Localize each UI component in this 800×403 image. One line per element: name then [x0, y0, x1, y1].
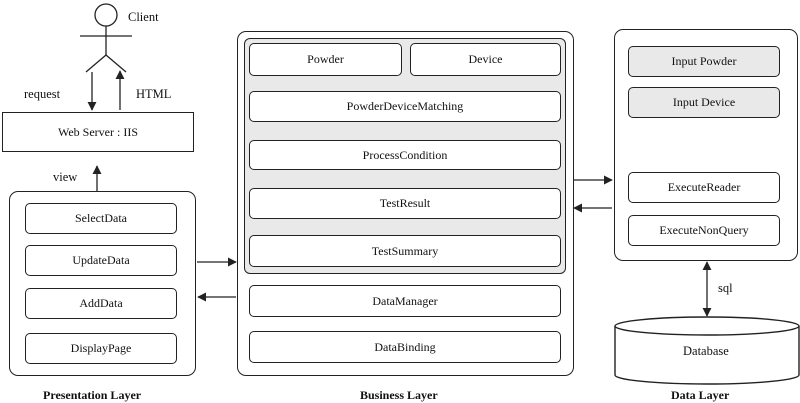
add-data-label: AddData [79, 296, 123, 310]
powder-device-matching-box: PowderDeviceMatching [249, 91, 561, 122]
select-data-box: SelectData [25, 203, 177, 234]
display-page-label: DisplayPage [70, 341, 132, 355]
add-data-box: AddData [25, 288, 177, 319]
data-manager-label: DataManager [372, 293, 438, 308]
powder-box: Powder [249, 43, 402, 76]
database-label: Database [683, 344, 729, 358]
powder-label: Powder [307, 52, 344, 66]
test-result-box: TestResult [249, 188, 561, 219]
client-label: Client [128, 10, 159, 24]
data-manager-box: DataManager [249, 285, 561, 317]
execute-nonquery-label: ExecuteNonQuery [659, 223, 749, 237]
data-binding-label: DataBinding [374, 339, 436, 354]
update-data-box: UpdateData [25, 245, 177, 276]
business-layer-caption: Business Layer [360, 388, 438, 402]
web-server-box: Web Server : IIS [2, 112, 194, 152]
html-label: HTML [136, 87, 172, 101]
test-result-label: TestResult [379, 196, 431, 210]
process-condition-box: ProcessCondition [249, 140, 561, 170]
powder-device-matching-label: PowderDeviceMatching [346, 99, 464, 113]
input-device-box: Input Device [628, 87, 780, 118]
request-label: request [24, 87, 61, 101]
display-page-box: DisplayPage [25, 333, 177, 364]
process-condition-label: ProcessCondition [362, 147, 448, 162]
input-powder-box: Input Powder [628, 46, 780, 77]
device-box: Device [410, 43, 561, 76]
database-cylinder-icon [614, 316, 800, 385]
sql-label: sql [718, 281, 733, 295]
test-summary-label: TestSummary [371, 243, 439, 258]
data-binding-box: DataBinding [249, 331, 561, 363]
data-layer-caption: Data Layer [671, 388, 730, 402]
input-device-label: Input Device [672, 95, 736, 109]
web-server-label: Web Server : IIS [57, 124, 138, 139]
input-powder-label: Input Powder [671, 54, 737, 68]
execute-reader-box: ExecuteReader [628, 172, 780, 203]
device-label: Device [468, 52, 503, 66]
select-data-label: SelectData [75, 211, 127, 225]
execute-nonquery-box: ExecuteNonQuery [628, 215, 780, 246]
execute-reader-label: ExecuteReader [667, 180, 741, 194]
update-data-label: UpdateData [72, 253, 130, 267]
test-summary-box: TestSummary [249, 235, 561, 267]
view-label: view [53, 170, 78, 184]
client-actor-icon [80, 3, 132, 73]
presentation-layer-caption: Presentation Layer [43, 388, 142, 402]
